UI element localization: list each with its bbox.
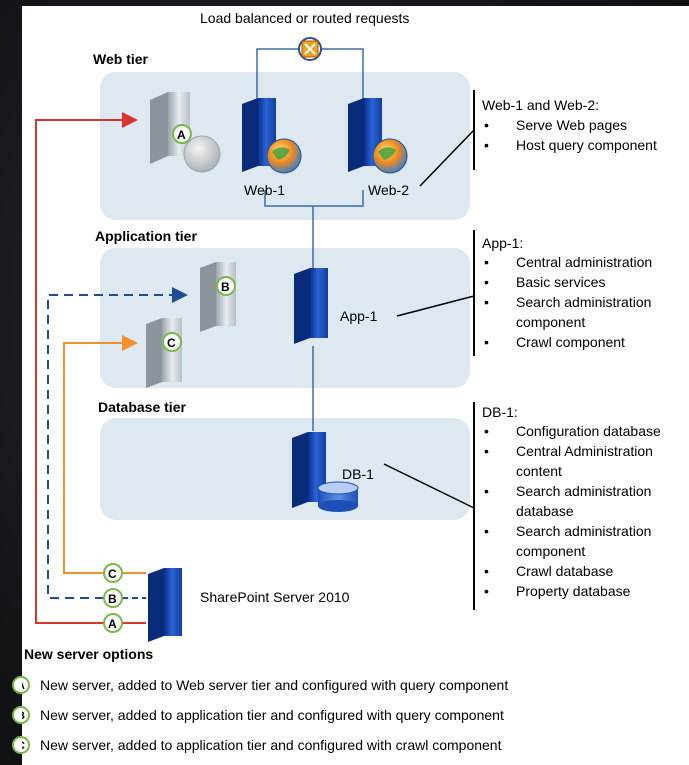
web1-label: Web-1 <box>244 182 285 198</box>
web-tier-label: Web tier <box>93 51 149 67</box>
server-b-icon: B <box>200 262 236 332</box>
app-tier-box <box>100 248 470 388</box>
db-callout-item: Crawl database <box>516 563 613 579</box>
app-callout-item: Crawl component <box>516 334 625 350</box>
arrow-badge-a: A <box>103 613 123 633</box>
arrow-badge-c-label: C <box>108 567 117 581</box>
web2-server-icon <box>348 98 408 174</box>
server-a-icon: A <box>150 92 221 173</box>
bullet: • <box>484 334 489 350</box>
database-cylinder-icon <box>317 481 359 512</box>
db-tier-box <box>100 418 470 520</box>
web-callout-item: Host query component <box>516 137 657 153</box>
sharepoint-server-icon <box>148 568 182 642</box>
web1-server-icon <box>242 98 302 174</box>
option-c-arrow <box>63 335 138 574</box>
badge-a-label: A <box>177 128 186 142</box>
badge-c-label: C <box>167 336 176 350</box>
bullet: • <box>484 563 489 579</box>
load-balancer-icon <box>298 37 322 61</box>
legend-badge-b: B <box>22 710 25 722</box>
arrow-badge-b-label: B <box>108 592 117 606</box>
legend-item-c: C New server, added to application tier … <box>22 736 502 754</box>
badge-b-label: B <box>221 280 230 294</box>
web-callout-title: Web-1 and Web-2: <box>482 97 599 113</box>
callout-leaders <box>383 129 475 509</box>
db-callout-item: Search administration <box>516 483 651 499</box>
legend-text-b: New server, added to application tier an… <box>40 707 504 723</box>
app-callout-item: Basic services <box>516 274 605 290</box>
db-callout-item: Central Administration <box>516 443 653 459</box>
sharepoint-server-label: SharePoint Server 2010 <box>200 589 350 605</box>
app-callout: App-1: • Central administration • Basic … <box>482 235 652 350</box>
legend-item-b: B New server, added to application tier … <box>22 706 504 724</box>
web-callout-item: Serve Web pages <box>516 117 627 133</box>
diagram-panel: Load balanced or routed requests Web tie… <box>22 6 689 646</box>
bullet: • <box>484 117 489 133</box>
app1-server-icon <box>294 268 328 344</box>
legend-text-a: New server, added to Web server tier and… <box>40 677 508 693</box>
bullet: • <box>484 137 489 153</box>
db-callout: DB-1: • Configuration database • Central… <box>482 404 661 599</box>
arrow-badge-a-label: A <box>108 617 117 631</box>
bullet: • <box>484 254 489 270</box>
legend-text-c: New server, added to application tier an… <box>40 737 502 753</box>
app-callout-item: Search administration <box>516 294 651 310</box>
db-callout-item: content <box>516 463 562 479</box>
bullet: • <box>484 443 489 459</box>
app-tier-label: Application tier <box>95 228 197 244</box>
web2-label: Web-2 <box>368 182 409 198</box>
option-b-arrow <box>47 287 188 599</box>
legend-badge-c: C <box>22 740 25 752</box>
bullet: • <box>484 294 489 310</box>
db-callout-item: database <box>516 503 574 519</box>
server-c-icon: C <box>146 318 182 388</box>
app1-label: App-1 <box>340 308 378 324</box>
app-callout-title: App-1: <box>482 235 523 251</box>
bullet: • <box>484 483 489 499</box>
bullet: • <box>484 523 489 539</box>
db-callout-title: DB-1: <box>482 404 518 420</box>
legend-panel: New server options A New server, added t… <box>22 646 689 765</box>
top-label: Load balanced or routed requests <box>200 10 409 26</box>
arrow-badge-c: C <box>103 563 123 583</box>
bullet: • <box>484 583 489 599</box>
db-tier-label: Database tier <box>98 399 186 415</box>
legend-badge-a: A <box>22 680 25 692</box>
db-callout-item: component <box>516 543 585 559</box>
app-callout-item: component <box>516 314 585 330</box>
db1-label: DB-1 <box>342 466 374 482</box>
legend-title: New server options <box>24 646 153 662</box>
web-callout: Web-1 and Web-2: • Serve Web pages • Hos… <box>482 97 657 153</box>
legend-item-a: A New server, added to Web server tier a… <box>22 676 508 694</box>
db-callout-item: Search administration <box>516 523 651 539</box>
legend-badge-strip <box>12 676 22 754</box>
arrow-badge-b: B <box>103 588 123 608</box>
db-callout-item: Configuration database <box>516 423 661 439</box>
db-callout-item: Property database <box>516 583 631 599</box>
bullet: • <box>484 274 489 290</box>
app-callout-item: Central administration <box>516 254 652 270</box>
bullet: • <box>484 423 489 439</box>
option-a-arrow <box>35 112 138 624</box>
